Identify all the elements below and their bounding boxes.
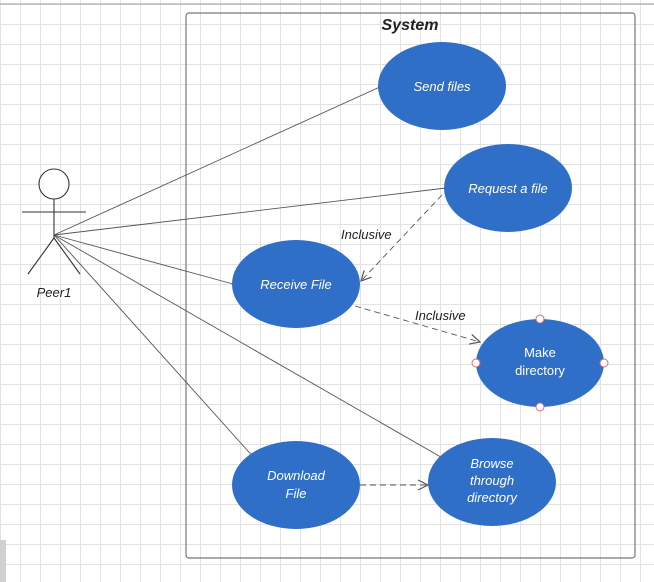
system-title: System [382, 17, 439, 34]
use-case-download-file[interactable]: Download File [232, 441, 360, 529]
association-request-file[interactable] [53, 187, 447, 236]
association-download-file[interactable] [53, 234, 257, 461]
use-case-send-files[interactable]: Send files [378, 42, 506, 130]
use-case-label-line-1: Browse [470, 456, 513, 471]
association-browse-directory[interactable] [53, 234, 447, 461]
use-case-make-directory[interactable]: Make directory [471, 314, 609, 412]
resize-handle-left[interactable] [471, 358, 481, 368]
use-case-browse-directory[interactable]: Browse through directory [428, 438, 556, 526]
use-case-label-line-1: Download [267, 468, 326, 483]
use-case-label: Send files [413, 79, 471, 94]
selection-handles[interactable] [471, 314, 609, 412]
use-case-label-line-1: Make [524, 345, 556, 360]
system-boundary[interactable] [185, 12, 636, 559]
resize-handle-top[interactable] [535, 314, 545, 324]
actor-right-leg [53, 237, 81, 275]
use-case-label-line-2: directory [515, 363, 565, 378]
actor-left-leg [27, 237, 55, 275]
use-case-label: Receive File [260, 277, 332, 292]
actor-peer1[interactable] [22, 168, 86, 275]
association-send-files[interactable] [53, 85, 383, 236]
association-receive-file[interactable] [53, 234, 234, 285]
inclusive-label-1: Inclusive [341, 227, 392, 242]
left-edge-bar [0, 540, 6, 582]
actor-head [38, 168, 70, 200]
use-case-label-line-2: through [470, 473, 514, 488]
use-case-receive-file[interactable]: Receive File [232, 240, 360, 328]
associations [53, 85, 447, 461]
resize-handle-right[interactable] [599, 358, 609, 368]
include-arrow-receive-to-make-directory[interactable] [354, 305, 480, 342]
actor-label: Peer1 [37, 285, 72, 300]
resize-handle-bottom[interactable] [535, 402, 545, 412]
inclusive-label-2: Inclusive [415, 308, 466, 323]
use-case-label-line-2: File [286, 486, 307, 501]
use-case-request-file[interactable]: Request a file [444, 144, 572, 232]
use-case-label: Request a file [468, 181, 548, 196]
use-case-label-line-3: directory [467, 490, 518, 505]
